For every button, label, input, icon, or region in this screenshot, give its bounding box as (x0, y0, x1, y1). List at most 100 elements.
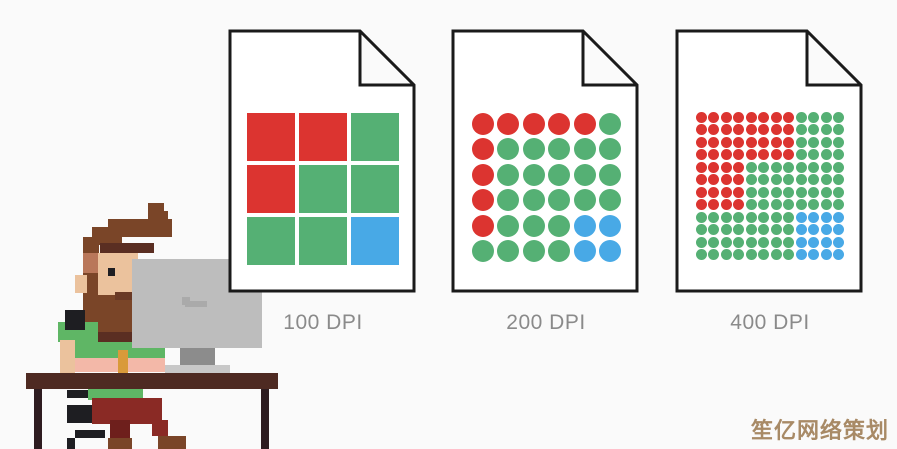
pixel-dot (522, 113, 545, 135)
pixel-square (351, 217, 399, 265)
pixel-dot (720, 236, 732, 248)
pixel-dot (758, 186, 770, 198)
chair (67, 390, 105, 449)
pixel-dot (783, 161, 795, 173)
eye (108, 268, 115, 276)
pixel-dot (720, 186, 732, 198)
pixel-dot (745, 236, 757, 248)
pixel-dot (696, 124, 707, 136)
pixel-dot (573, 189, 596, 212)
pixel-dot (820, 174, 832, 186)
pixel-dot (733, 149, 745, 161)
watermark: 笙亿网络策划 (750, 419, 889, 444)
pixel-dot (472, 138, 494, 161)
shirt (58, 310, 165, 400)
pixel-dot (708, 174, 720, 186)
pixel-dot (599, 214, 621, 237)
pixel-dot (758, 224, 770, 236)
pixel-dot (783, 136, 795, 148)
pixel-dot (573, 214, 596, 237)
pixel-dot (472, 240, 494, 262)
pixel-square (247, 113, 295, 161)
dpi-label: 400 DPI (730, 311, 810, 334)
pixel-dot (820, 161, 832, 173)
pixel-dot (708, 136, 720, 148)
pixel-dot (808, 149, 820, 161)
pixel-dot (770, 112, 782, 123)
pixel-dot (708, 161, 720, 173)
pixel-dot (783, 174, 795, 186)
pixel-dot (745, 224, 757, 236)
pixel-dot (770, 248, 782, 260)
pixel-dot (808, 224, 820, 236)
pixel-dot (472, 163, 494, 186)
pixel-art-person-at-computer (26, 203, 278, 449)
pixel-dot (696, 174, 707, 186)
pixel-dot (599, 138, 621, 161)
pixel-dot (795, 149, 807, 161)
pixel-dot (720, 112, 732, 123)
pixel-dot (832, 161, 844, 173)
pixel-dot (745, 174, 757, 186)
pixel-dot (708, 211, 720, 223)
pixel-dot (795, 161, 807, 173)
pixel-dot (783, 224, 795, 236)
pixel-dot (548, 138, 571, 161)
pixel-dot (758, 112, 770, 123)
pixel-dot (745, 248, 757, 260)
pixel-dot (720, 136, 732, 148)
pixel-dot (758, 149, 770, 161)
pixel-dot (733, 136, 745, 148)
pixel-dot (795, 124, 807, 136)
pixel-dot (758, 174, 770, 186)
pixel-dot (832, 136, 844, 148)
pixel-dot (497, 163, 520, 186)
pixel-dot (820, 124, 832, 136)
pixel-dot (733, 124, 745, 136)
pixel-square (247, 165, 295, 213)
pixel-dot (795, 199, 807, 211)
dpi-label: 200 DPI (506, 311, 586, 334)
pixel-dot (808, 112, 820, 123)
pixel-dot (808, 199, 820, 211)
pixel-dot (573, 113, 596, 135)
pixel-dot (795, 136, 807, 148)
pixel-dot (832, 199, 844, 211)
desk (26, 373, 278, 449)
pixel-dot (808, 174, 820, 186)
pixel-dot (708, 112, 720, 123)
pixel-dot (733, 248, 745, 260)
pixel-dot (548, 214, 571, 237)
pixel-dot (522, 214, 545, 237)
pixel-dot (808, 124, 820, 136)
pixel-dot (820, 236, 832, 248)
pixel-dot (832, 186, 844, 198)
pixel-dot (745, 112, 757, 123)
pixel-dot (696, 224, 707, 236)
pixel-dot (720, 199, 732, 211)
pants (92, 398, 186, 449)
dpi-label: 100 DPI (283, 311, 363, 334)
pixel-dot (795, 236, 807, 248)
pixel-dot (795, 211, 807, 223)
pixel-dot (708, 124, 720, 136)
pixel-dot (720, 149, 732, 161)
pixel-dot (758, 136, 770, 148)
pixel-dot (783, 112, 795, 123)
pixel-dot (696, 211, 707, 223)
pixel-dot (548, 163, 571, 186)
pixel-dot (770, 161, 782, 173)
pixel-dot (733, 174, 745, 186)
pixel-dot (808, 236, 820, 248)
pixel-dot (733, 199, 745, 211)
pixel-square (351, 113, 399, 161)
pixel-dot (696, 112, 707, 123)
pixel-dot (472, 189, 494, 212)
pixel-dot (733, 211, 745, 223)
pixel-dot (497, 189, 520, 212)
pixel-dot (696, 248, 707, 260)
pixel-dot (770, 186, 782, 198)
pixel-dot (548, 189, 571, 212)
pixel-dot (708, 149, 720, 161)
pixel-dot (820, 149, 832, 161)
